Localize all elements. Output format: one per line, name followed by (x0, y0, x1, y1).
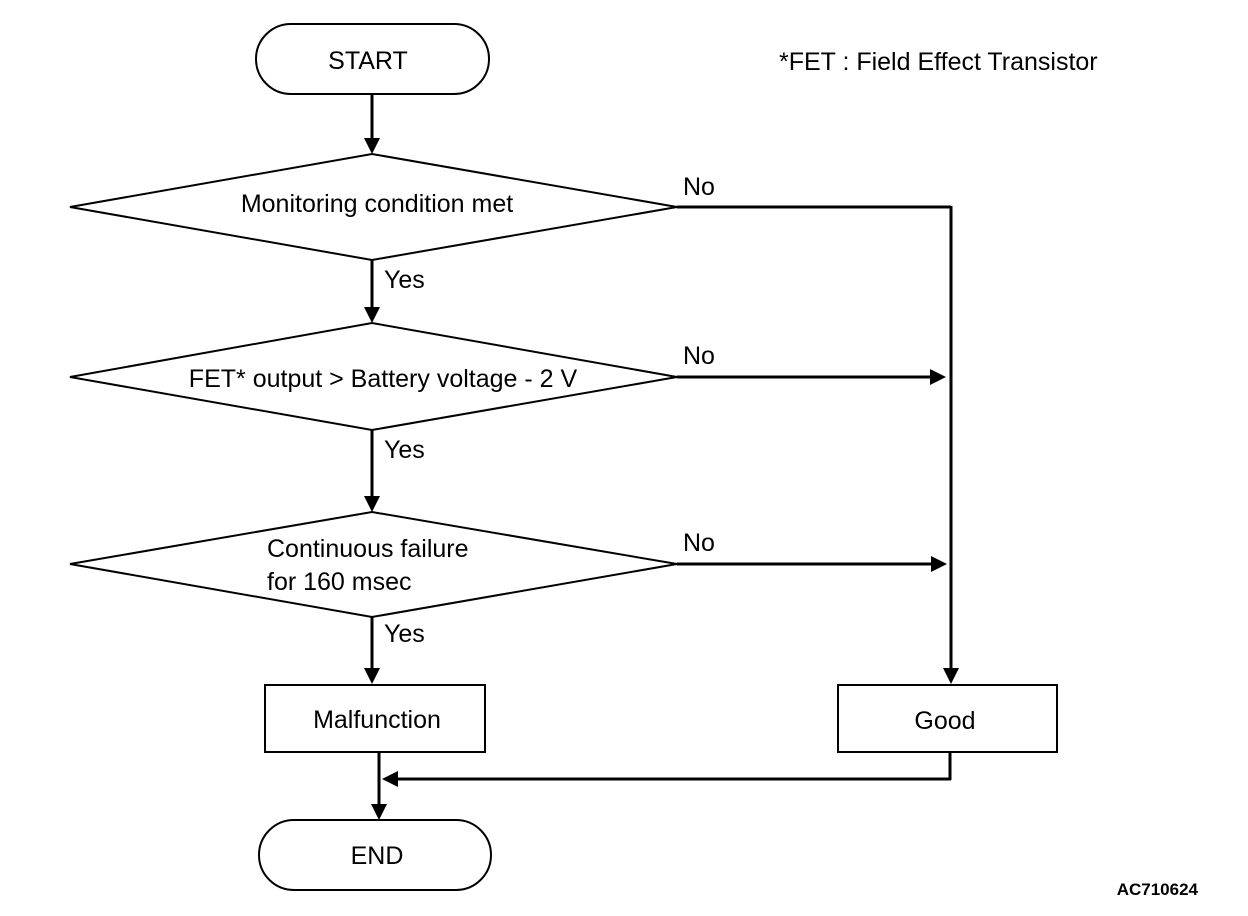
arrow-fet-no: No (677, 342, 946, 385)
decision-continuous-failure: Continuous failure for 160 msec (69, 510, 678, 619)
no-label-1: No (683, 173, 715, 201)
no-label-2: No (683, 342, 715, 370)
arrow-to-good (943, 206, 959, 684)
arrow-continuous-yes: Yes (364, 617, 425, 684)
malfunction-label: Malfunction (313, 706, 441, 734)
decision-monitoring-condition: Monitoring condition met (69, 152, 678, 262)
arrow-malfunction-to-end (371, 752, 387, 820)
arrow-start-to-monitoring (364, 94, 380, 154)
decision-fet-label: FET* output > Battery voltage - 2 V (189, 365, 578, 393)
arrow-continuous-no: No (677, 529, 947, 572)
decision-monitoring-label: Monitoring condition met (241, 190, 513, 218)
good-box: Good (837, 684, 1058, 753)
start-label: START (328, 47, 408, 75)
end-terminal: END (258, 819, 492, 891)
arrow-fet-yes: Yes (364, 430, 425, 512)
no-label-3: No (683, 529, 715, 557)
arrow-monitoring-no: No (677, 173, 951, 209)
fet-footnote: *FET : Field Effect Transistor (779, 48, 1098, 76)
yes-label-3: Yes (384, 620, 425, 648)
malfunction-box: Malfunction (264, 684, 486, 753)
figure-id: AC710624 (1117, 880, 1199, 899)
yes-label-2: Yes (384, 436, 425, 464)
decision-continuous-label-line-2: for 160 msec (267, 568, 412, 596)
yes-label-1: Yes (384, 266, 425, 294)
arrow-monitoring-yes: Yes (364, 260, 425, 323)
good-label: Good (914, 707, 975, 735)
decision-continuous-label-line-1: Continuous failure (267, 535, 469, 563)
arrow-good-to-end (382, 752, 952, 787)
end-label: END (351, 842, 404, 870)
start-terminal: START (255, 23, 490, 95)
decision-fet-output: FET* output > Battery voltage - 2 V (69, 321, 678, 432)
